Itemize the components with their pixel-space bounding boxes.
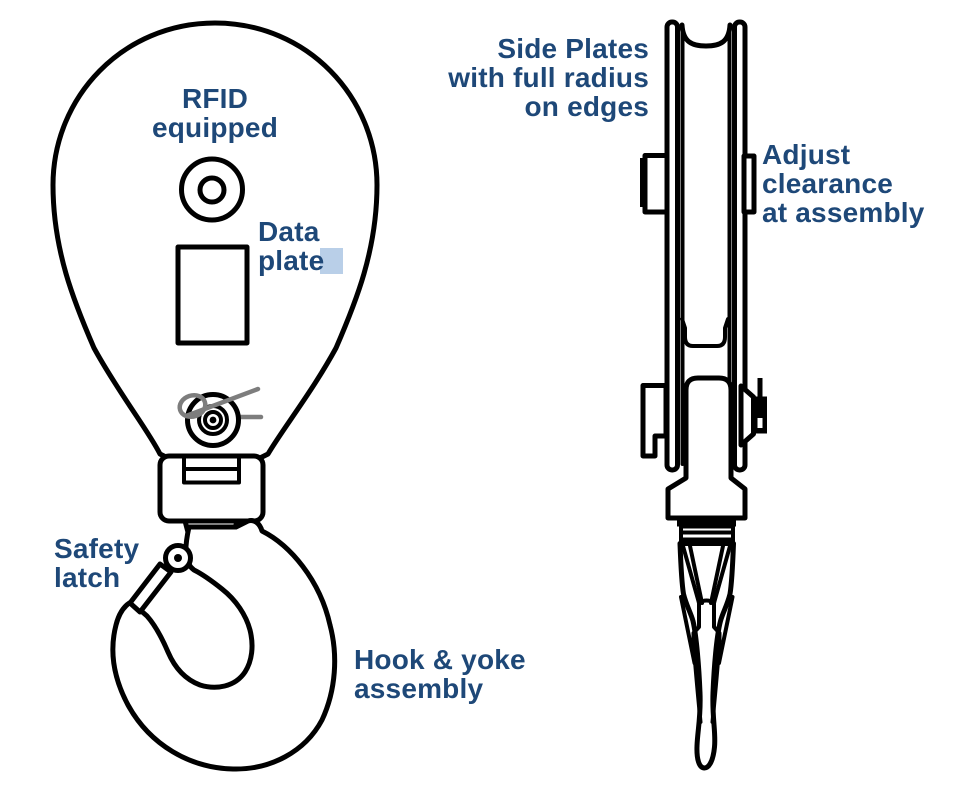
side-view-drawing <box>640 19 767 771</box>
front-view-drawing <box>50 20 380 772</box>
bolt-boss-right <box>741 153 757 215</box>
side-plate-right <box>732 19 748 473</box>
cotter-pin-head-side <box>753 396 767 434</box>
hook-body <box>110 518 338 772</box>
label-line: Hook & yoke <box>354 644 526 675</box>
swivel-pin-center-dot <box>209 416 217 424</box>
yoke-collar-band <box>677 518 736 527</box>
swivel-trunnion <box>157 453 266 524</box>
hook-side-cheek-left <box>679 595 697 665</box>
hook-side-slant-left-inner <box>688 544 704 605</box>
hook-side-profile <box>677 541 736 771</box>
hook-side-slant-right-outer <box>712 544 732 605</box>
lower-bracket-left <box>640 383 669 459</box>
text-highlight <box>320 248 343 274</box>
side-plate-left <box>664 19 680 473</box>
label-adjust-clearance: Adjust clearance at assembly <box>762 140 925 227</box>
hook-side-slant-left-outer <box>681 544 701 605</box>
cotter-pin-loop <box>177 392 208 420</box>
label-data-plate: Data plate <box>258 217 324 275</box>
lower-bracket-right <box>738 383 756 448</box>
label-line: on edges <box>524 91 649 122</box>
latch-pivot-dot <box>174 554 182 562</box>
label-rfid-equipped: RFID equipped <box>95 84 335 142</box>
label-line: latch <box>54 562 121 593</box>
label-side-plates: Side Plates with full radius on edges <box>430 34 649 121</box>
hook-side-neck-right <box>710 601 722 724</box>
label-line: at assembly <box>762 197 925 228</box>
rfid-hole-outer <box>179 156 245 223</box>
label-line: plate <box>258 245 325 276</box>
label-line: equipped <box>151 112 279 143</box>
label-hook-yoke-assembly: Hook & yoke assembly <box>354 645 526 703</box>
label-line: clearance <box>762 168 894 199</box>
sheave-top-groove <box>679 22 733 49</box>
rfid-hole-inner <box>197 175 227 205</box>
swivel-pin-ring-3 <box>203 410 223 430</box>
hook-side-neck-left <box>691 601 703 724</box>
label-line: RFID <box>181 83 249 114</box>
label-line: Safety <box>54 533 140 564</box>
hook-side-slant-right-inner <box>709 544 725 605</box>
data-plate-rect <box>175 244 250 346</box>
label-safety-latch: Safety latch <box>54 534 139 592</box>
cotter-pin-slot-side <box>757 418 763 428</box>
cotter-pin-stem-side <box>757 378 763 400</box>
hook-side-neck-cap <box>697 598 716 605</box>
safety-latch-arm <box>127 561 174 615</box>
sheave-bottom-hub <box>680 317 730 348</box>
label-line: with full radius <box>448 62 649 93</box>
label-line: Side Plates <box>497 33 649 64</box>
label-line: assembly <box>354 673 484 704</box>
bolt-boss-left <box>642 153 670 215</box>
label-line: Data <box>258 216 320 247</box>
yoke-shank <box>665 375 748 521</box>
cotter-pin-diagonal <box>183 386 261 419</box>
hook-side-cheek-right <box>717 595 735 665</box>
label-line: Adjust <box>762 139 851 170</box>
